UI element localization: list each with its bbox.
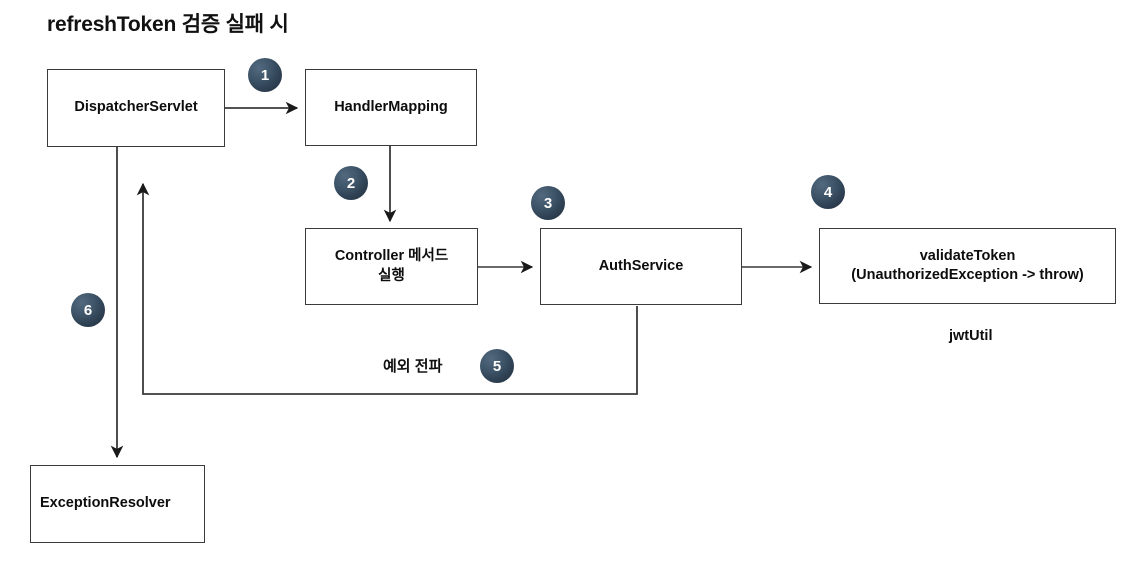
step-badge-number: 1	[260, 66, 270, 84]
node-label: HandlerMapping	[334, 98, 448, 115]
node-controller-method[interactable]: Controller 메서드 실행	[305, 228, 478, 305]
node-label: DispatcherServlet	[74, 99, 198, 116]
step-badge-number: 4	[823, 183, 833, 201]
step-badge-number: 2	[346, 174, 356, 192]
label-jwt-util: jwtUtil	[949, 328, 993, 344]
node-label: AuthService	[598, 257, 684, 274]
step-badge-number: 6	[83, 301, 93, 319]
step-badge-6: 6	[71, 293, 105, 327]
node-exception-resolver[interactable]: ExceptionResolver	[30, 465, 205, 543]
edge-label-exception-propagation: 예외 전파	[383, 358, 443, 375]
node-label: Controller 메서드 실행	[335, 247, 448, 285]
node-label-line-1: Controller 메서드	[334, 248, 449, 265]
node-label: ExceptionResolver	[40, 495, 171, 512]
step-badge-2: 2	[334, 166, 368, 200]
node-dispatcher-servlet[interactable]: DispatcherServlet	[47, 69, 225, 147]
node-label-line-2: (UnauthorizedException -> throw)	[851, 267, 1084, 283]
node-label-line-2: 실행	[378, 267, 405, 284]
node-label: validateToken (UnauthorizedException -> …	[851, 247, 1083, 285]
diagram-title: refreshToken 검증 실패 시	[47, 13, 289, 36]
step-badge-3: 3	[531, 186, 565, 220]
step-badge-number: 3	[543, 194, 553, 212]
step-badge-4: 4	[811, 175, 845, 209]
node-validate-token[interactable]: validateToken (UnauthorizedException -> …	[819, 228, 1116, 304]
step-badge-5: 5	[480, 349, 514, 383]
step-badge-1: 1	[248, 58, 282, 92]
step-badge-number: 5	[492, 357, 502, 375]
node-label-line-1: validateToken	[919, 247, 1016, 264]
node-auth-service[interactable]: AuthService	[540, 228, 742, 305]
node-handler-mapping[interactable]: HandlerMapping	[305, 69, 477, 146]
